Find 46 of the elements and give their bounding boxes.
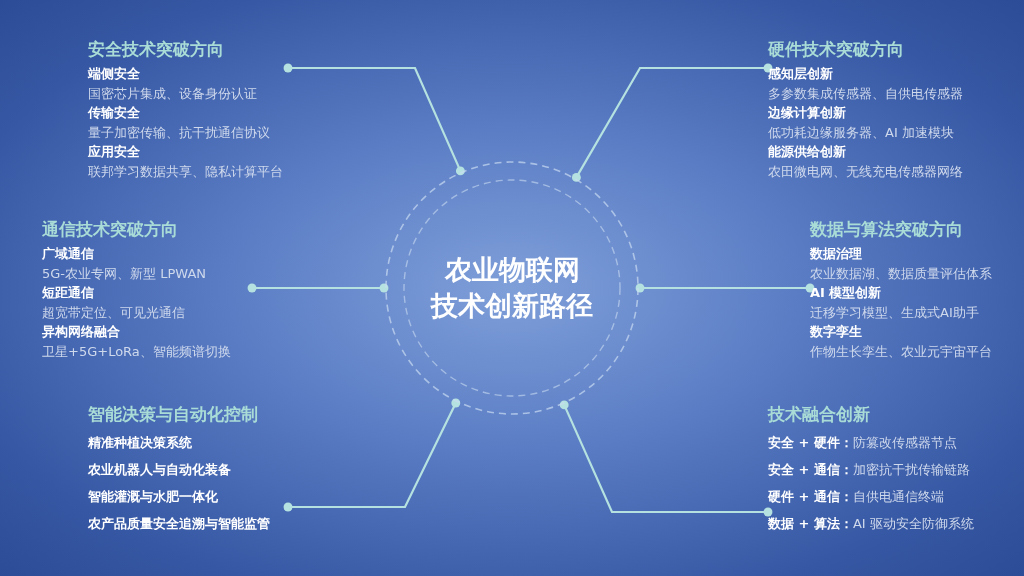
item-description: 低功耗边缘服务器、AI 加速模块	[768, 123, 955, 142]
item-description: 5G-农业专网、新型 LPWAN	[42, 264, 207, 283]
item-title: 应用安全	[88, 143, 141, 161]
item-description: 迁移学习模型、生成式AI助手	[810, 303, 980, 322]
item-title: 端侧安全	[88, 65, 141, 83]
section-heading: 数据与算法突破方向	[810, 218, 964, 240]
item-description: 超宽带定位、可见光通信	[42, 303, 186, 322]
section-heading: 硬件技术突破方向	[768, 38, 905, 60]
item-title: 短距通信	[42, 284, 95, 302]
section-heading: 通信技术突破方向	[42, 218, 179, 240]
list-item: 安全 + 通信：加密抗干扰传输链路	[768, 461, 971, 479]
item-description: 作物生长孪生、农业元宇宙平台	[810, 342, 993, 361]
connector-line	[283, 63, 465, 176]
list-item: 农业机器人与自动化装备	[88, 461, 232, 479]
list-item: 安全 + 硬件：防篡改传感器节点	[768, 434, 958, 452]
item-description: 农田微电网、无线充电传感器网络	[768, 162, 964, 181]
section-heading: 安全技术突破方向	[88, 38, 225, 60]
item-title: AI 模型创新	[810, 284, 883, 302]
section-heading: 智能决策与自动化控制	[88, 403, 259, 425]
connector-line	[283, 398, 461, 512]
item-description: 卫星+5G+LoRa、智能频谱切换	[42, 342, 232, 361]
center-title: 技术创新路径	[431, 289, 593, 323]
item-description: 量子加密传输、抗干扰通信协议	[88, 123, 271, 142]
item-title: 传输安全	[88, 104, 141, 122]
item-title: 异构网络融合	[42, 323, 121, 341]
section-heading: 技术融合创新	[768, 403, 871, 425]
connector-line	[559, 400, 773, 517]
list-item: 数据 + 算法：AI 驱动安全防御系统	[768, 515, 975, 533]
item-description: 联邦学习数据共享、隐私计算平台	[88, 162, 284, 181]
item-description: 多参数集成传感器、自供电传感器	[768, 84, 964, 103]
item-title: 数字孪生	[810, 323, 863, 341]
list-item: 智能灌溉与水肥一体化	[88, 488, 219, 506]
connector-line	[247, 283, 389, 293]
item-title: 数据治理	[810, 245, 863, 263]
connector-line	[571, 63, 773, 182]
item-title: 边缘计算创新	[768, 104, 847, 122]
item-description: 农业数据湖、数据质量评估体系	[810, 264, 993, 283]
center-title: 农业物联网	[444, 253, 580, 287]
item-title: 广域通信	[42, 245, 95, 263]
item-description: 国密芯片集成、设备身份认证	[88, 84, 258, 103]
item-title: 感知层创新	[768, 65, 834, 83]
item-title: 能源供给创新	[768, 143, 847, 161]
list-item: 精准种植决策系统	[88, 434, 193, 452]
connector-line	[635, 283, 815, 293]
list-item: 硬件 + 通信：自供电通信终端	[768, 488, 945, 506]
list-item: 农产品质量安全追溯与智能监管	[88, 515, 271, 533]
